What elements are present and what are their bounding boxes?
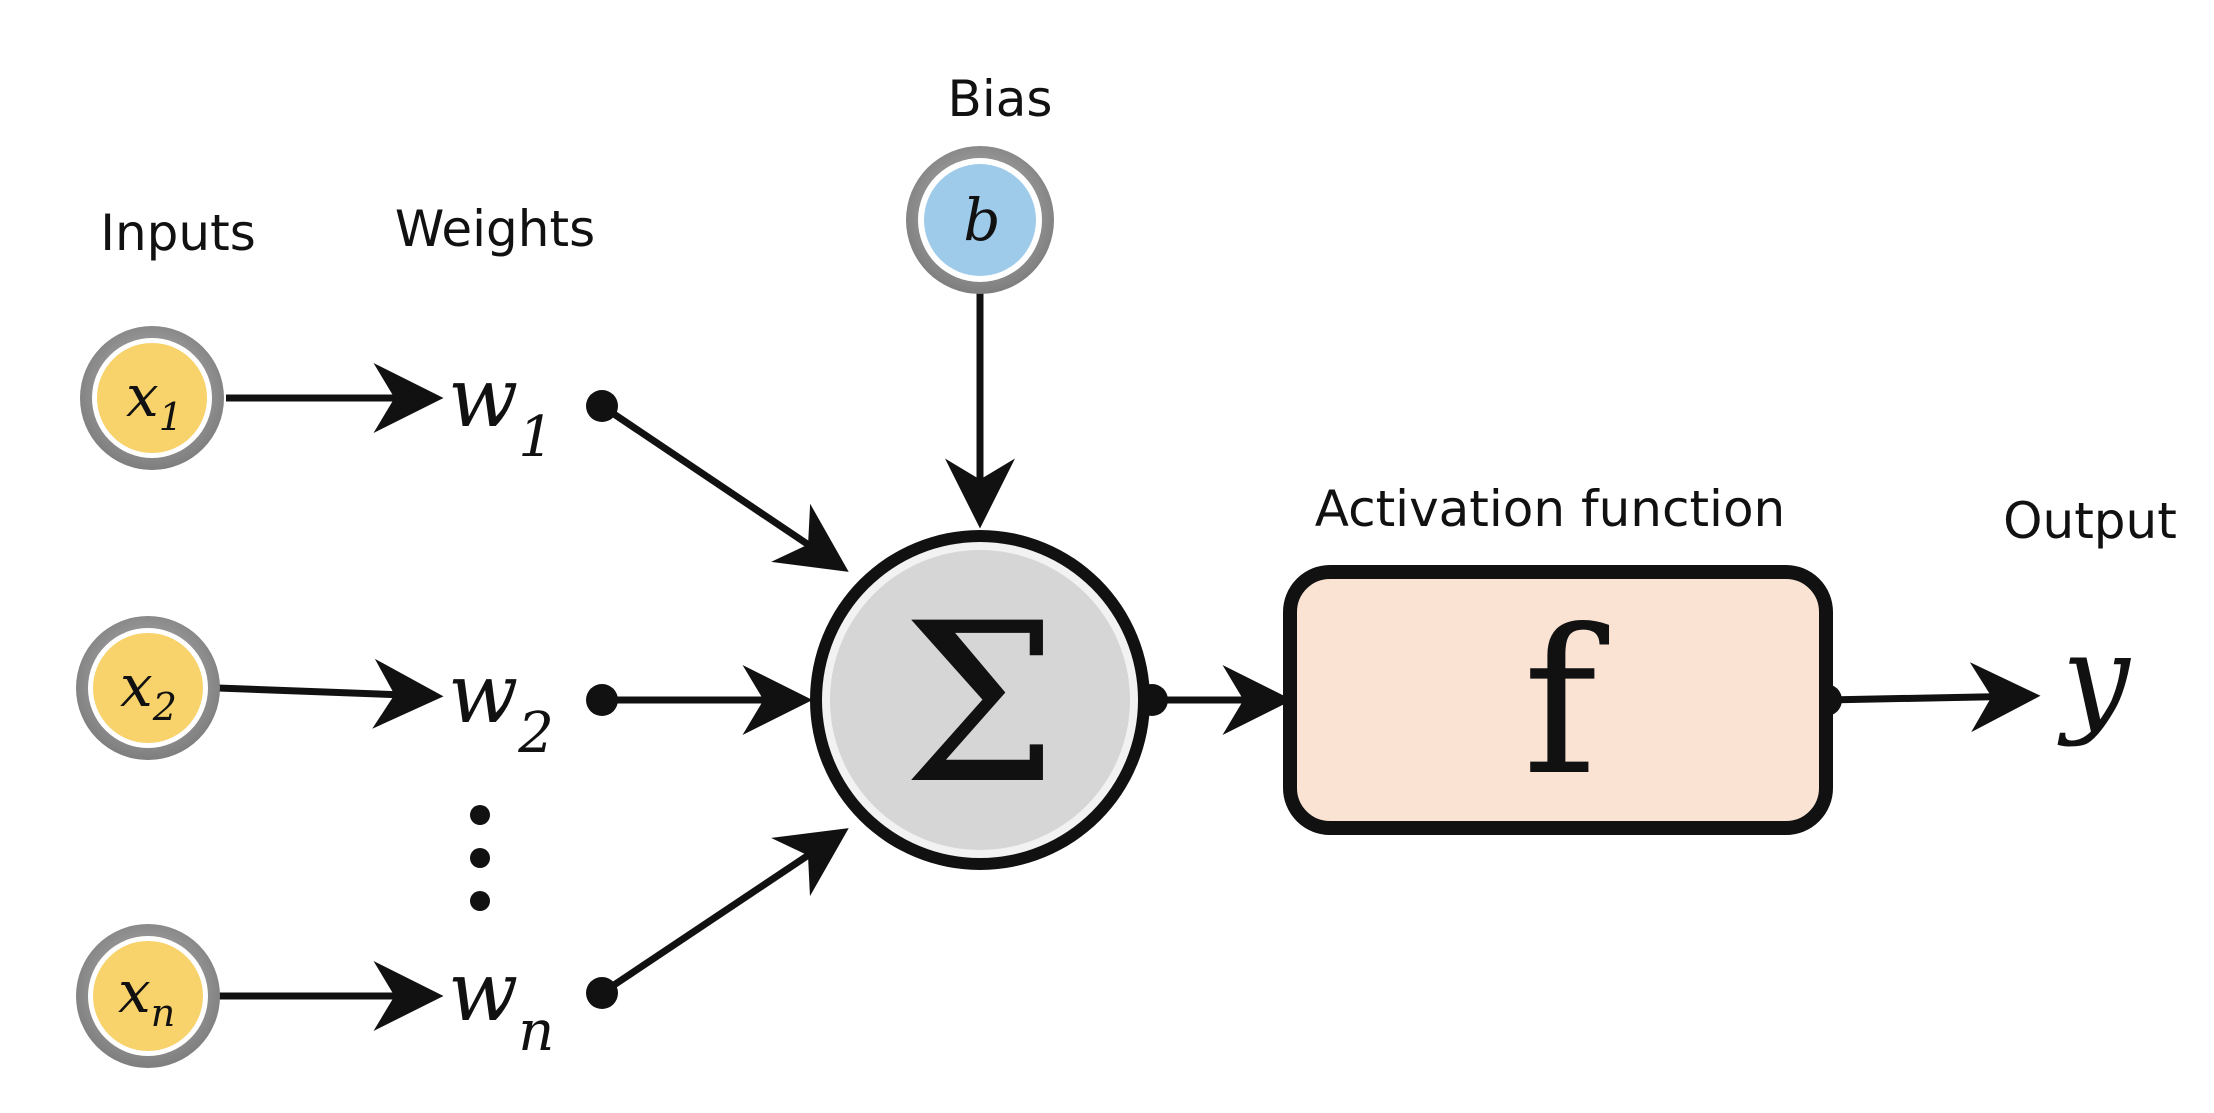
weightn-to-sum-arrow — [600, 828, 849, 996]
weightn-junction-dot — [586, 977, 618, 1009]
input-node-2: x2 — [76, 616, 220, 760]
weight-1-var: w — [448, 351, 518, 446]
activation-function-box: f — [1283, 565, 1833, 835]
input-n-subscript: n — [151, 991, 175, 1035]
bias-node-fill — [924, 164, 1036, 276]
weight-2-var: w — [448, 647, 518, 742]
weight-n-var: w — [448, 945, 518, 1040]
input-2-subscript: 2 — [152, 685, 177, 729]
weight2-junction-dot — [586, 684, 618, 716]
input-node-n-fill — [93, 941, 203, 1051]
svg-text:xn: xn — [118, 958, 175, 1035]
bias-var: b — [963, 186, 1000, 254]
input-node-1-fill — [97, 343, 207, 453]
input-1-var: x — [126, 362, 159, 430]
bias-label: Bias — [948, 70, 1053, 128]
activation-function-label: Activation function — [1315, 480, 1785, 538]
input-node-n: xn — [76, 924, 220, 1068]
summation-node: Σ — [810, 530, 1150, 870]
inputs-label: Inputs — [100, 204, 256, 262]
weight-1: w1 — [448, 351, 554, 470]
activation-symbol: f — [1523, 587, 1610, 820]
output-var: y — [2057, 610, 2132, 749]
summation-node-fill — [830, 550, 1130, 850]
weights-ellipsis — [470, 805, 490, 911]
input2-to-weight2-arrow — [217, 658, 444, 729]
input-node-1: x1 — [80, 326, 224, 470]
weight-2-subscript: 2 — [517, 701, 554, 766]
weight1-to-sum-arrow — [600, 403, 849, 572]
weights-label: Weights — [395, 200, 595, 258]
activation-box-rect — [1283, 565, 1833, 835]
input-1-subscript: 1 — [159, 395, 183, 439]
output-label: Output — [2003, 492, 2177, 550]
activation-to-output-arrow — [1825, 662, 2041, 733]
input-n-var: x — [118, 958, 151, 1026]
weight-n-subscript: n — [518, 999, 554, 1064]
weight-1-subscript: 1 — [518, 405, 554, 470]
summation-symbol: Σ — [902, 576, 1058, 832]
weight-2: w2 — [448, 647, 554, 766]
input-node-2-fill — [93, 633, 203, 743]
svg-text:x1: x1 — [126, 362, 183, 439]
bias-node: b — [906, 146, 1054, 294]
svg-text:x2: x2 — [120, 652, 177, 729]
weight-n: wn — [448, 945, 554, 1064]
input-2-var: x — [120, 652, 153, 720]
weight1-junction-dot — [586, 390, 618, 422]
